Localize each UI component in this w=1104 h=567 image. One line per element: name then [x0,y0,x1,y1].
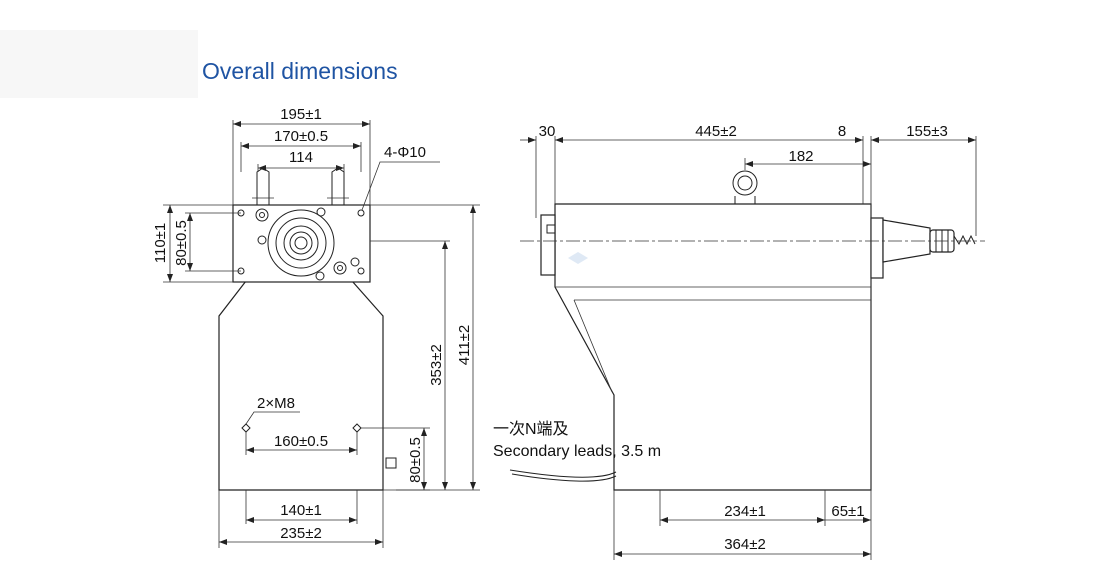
dim-threads: 2×M8 [257,395,295,412]
dim-base-65: 65±1 [831,503,864,520]
front-body-outline [218,280,384,491]
hole-bottom-right [357,267,365,275]
thread-left [241,423,251,433]
flange-outer [267,209,335,277]
dim-right-gap: 8 [838,123,846,140]
lug-left [256,167,270,205]
secondary-lead-cable [509,469,617,478]
lifting-eye [732,170,758,196]
dim-height-plate-inner: 80±0.5 [173,220,190,266]
flange-bore [289,231,313,255]
dim-base-364: 364±2 [724,536,766,553]
terminal-block [540,214,556,276]
hole-top-right [357,209,365,217]
dim-thread-height: 80±0.5 [407,437,424,483]
lug-right [331,167,345,205]
dim-length-main: 445±2 [695,123,737,140]
page-title: Overall dimensions [202,58,398,84]
title-band [0,30,198,98]
dim-base-width: 235±2 [280,525,322,542]
dim-width-total: 195±1 [280,106,322,123]
dim-base-234: 234±1 [724,503,766,520]
dim-thread-spacing: 160±0.5 [274,433,328,450]
dim-holes: 4-Φ10 [384,144,426,161]
note-en: Secondary leads, 3.5 m [493,443,661,460]
side-view: 30 445±2 8 155±3 182 234±1 65±1 364±2 一次… [493,123,985,560]
dim-width-mount: 170±0.5 [274,128,328,145]
mounting-plate [232,204,371,283]
dim-left-offset: 30 [539,123,556,140]
dim-height-353: 353±2 [428,344,445,386]
front-view: 195±1 170±0.5 114 4-Φ10 110±1 80±0.5 353… [152,106,480,548]
dim-height-411: 411±2 [456,325,473,366]
dim-width-inner: 114 [289,149,313,166]
dim-connector: 155±3 [906,123,948,140]
dim-eye-offset: 182 [788,148,813,165]
dim-height-plate: 110±1 [152,223,169,264]
dim-base-inner: 140±1 [280,502,322,519]
connector-spring [953,234,976,246]
note-cn: 一次N端及 [493,420,569,438]
